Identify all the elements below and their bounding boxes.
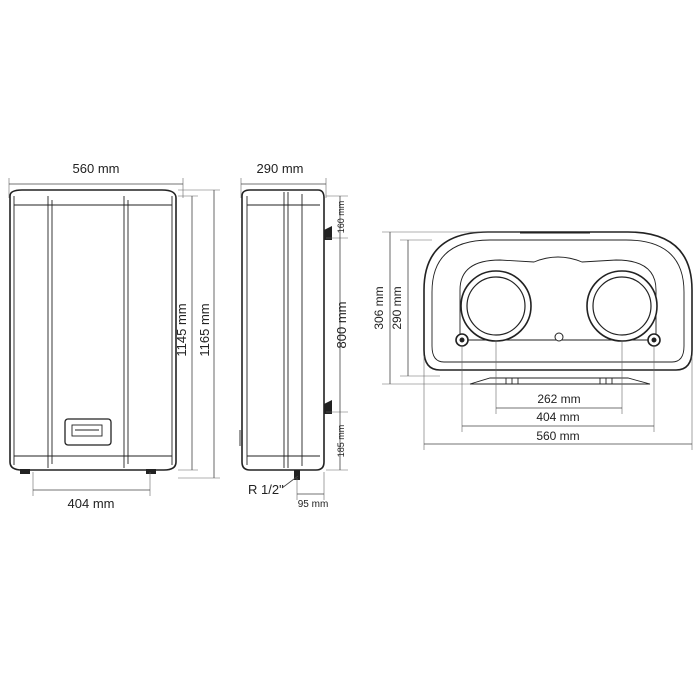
side-bottom-offset-label: 185 mm xyxy=(336,425,346,458)
side-pipe-offset-label: 95 mm xyxy=(298,499,329,510)
side-mount-spacing-label: 800 mm xyxy=(334,302,349,349)
left-pipe xyxy=(460,270,532,342)
top-depth-label-1: 306 mm xyxy=(372,286,386,329)
top-width-label: 560 mm xyxy=(536,429,579,443)
side-top-offset-label: 160 mm xyxy=(336,201,346,234)
front-height-label-2: 1165 mm xyxy=(197,303,212,356)
front-pipe-spacing-label: 404 mm xyxy=(68,496,115,511)
side-view: 290 mm 160 mm 800 mm 185 mm R 1/2" 95 mm xyxy=(239,161,349,510)
top-view: 306 mm 290 mm 262 mm 404 mm 560 mm xyxy=(372,231,693,450)
side-depth-label: 290 mm xyxy=(257,161,304,176)
top-depth-label-2: 290 mm xyxy=(390,286,404,329)
front-width-label: 560 mm xyxy=(73,161,120,176)
top-bracket-label: 262 mm xyxy=(537,392,580,406)
top-pipe-spacing-label: 404 mm xyxy=(536,410,579,424)
front-height-label-1: 1145 mm xyxy=(174,303,189,356)
side-thread-label: R 1/2" xyxy=(248,482,284,497)
right-pipe xyxy=(586,270,658,342)
front-view: 560 mm 1145 mm 1165 mm 404 mm xyxy=(8,161,220,511)
